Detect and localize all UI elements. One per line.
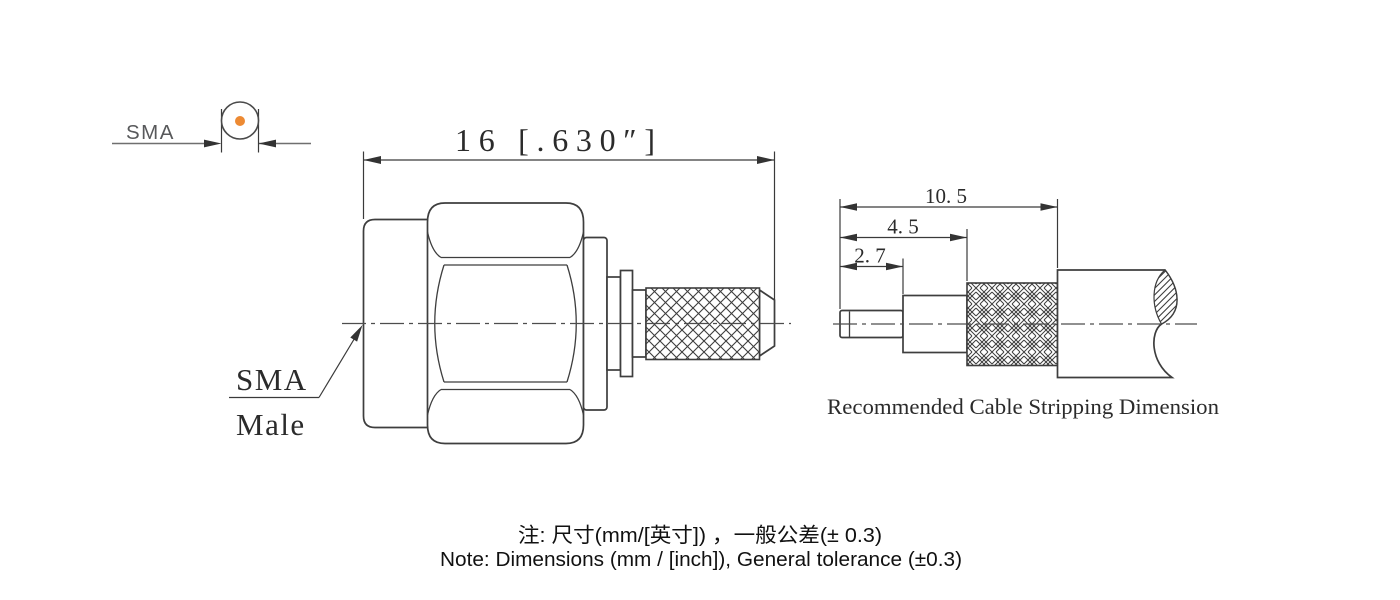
hex-corner-arc-bottom	[426, 388, 585, 416]
center-pin-dot	[235, 116, 245, 126]
arrowhead-right-icon	[757, 156, 775, 164]
arrowhead-right-icon	[886, 262, 903, 271]
arrowhead-left-icon	[258, 139, 276, 148]
dimension-braid-label: 4. 5	[887, 215, 919, 239]
part-label-line1: SMA	[236, 362, 308, 397]
arrowhead-left-icon	[840, 203, 857, 211]
part-label-line2: Male	[236, 407, 306, 442]
hex-face-line-top	[441, 256, 570, 266]
note-english: Note: Dimensions (mm / [inch]), General …	[440, 548, 962, 571]
arrowhead-left-icon	[363, 156, 381, 164]
arrowhead-right-icon	[204, 139, 222, 148]
stripping-view: 10. 5 4. 5 2. 7 Recommended Cable Stripp…	[827, 184, 1219, 419]
dimension-16-label: 16 [.630″]	[455, 122, 655, 158]
hex-face-line-bottom	[441, 381, 570, 391]
front-view: SMA	[112, 101, 311, 153]
front-view-label: SMA	[126, 121, 175, 144]
stripping-caption: Recommended Cable Stripping Dimension	[827, 394, 1219, 419]
arrowhead-left-icon	[840, 233, 857, 242]
leader-diagonal	[318, 335, 357, 398]
notes: 注: 尺寸(mm/[英寸]) ，一般公差(± 0.3) Note: Dimens…	[440, 524, 962, 571]
leader-arrowhead-icon	[350, 325, 363, 342]
hex-corner-arc-top	[426, 231, 585, 259]
dimension-pin-label: 2. 7	[854, 244, 886, 268]
note-chinese: 注: 尺寸(mm/[英寸]) ，一般公差(± 0.3)	[518, 524, 882, 547]
cable-break-hatch	[1153, 269, 1178, 325]
arrowhead-right-icon	[1040, 203, 1058, 211]
dimension-overall-label: 10. 5	[925, 184, 967, 208]
arrowhead-left-icon	[840, 262, 857, 271]
arrowhead-right-icon	[950, 233, 967, 242]
